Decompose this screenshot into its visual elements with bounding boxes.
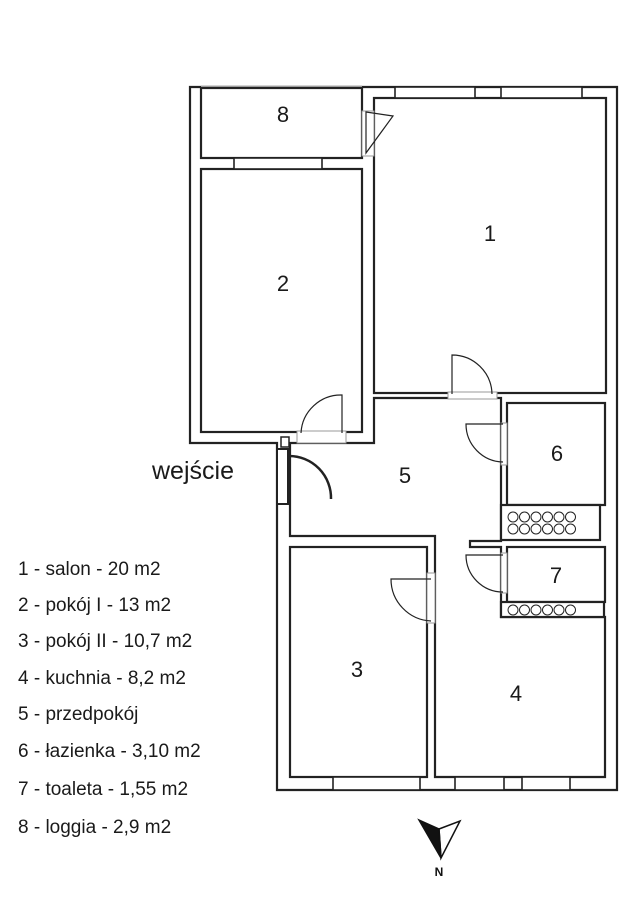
fixture-circle: [530, 511, 542, 523]
fixture-circle: [530, 604, 542, 616]
fixture-circle: [565, 523, 576, 535]
room-label-1: 1: [484, 221, 496, 246]
room-label-3: 3: [351, 657, 363, 682]
fixture-circle: [542, 523, 553, 535]
windows: [233, 86, 583, 791]
legend-item: 7 - toaleta - 1,55 m2: [18, 779, 188, 800]
fixture-circle: [519, 523, 530, 535]
fixture-circle: [507, 604, 519, 616]
fixture-circle: [553, 604, 565, 616]
room-label-8: 8: [277, 102, 289, 127]
door-room-3[interactable]: [390, 572, 436, 624]
legend-item: 1 - salon - 20 m2: [18, 559, 161, 580]
fixture-circle: [565, 511, 576, 523]
door-room-7[interactable]: [465, 552, 508, 594]
room-label-6: 6: [551, 441, 563, 466]
door-room-1[interactable]: [447, 354, 498, 400]
entrance-label: wejście: [151, 457, 234, 485]
entrance-door[interactable]: [276, 436, 333, 505]
window: [233, 157, 323, 170]
north-label: N: [435, 865, 444, 879]
legend-item: 8 - loggia - 2,9 m2: [18, 817, 171, 838]
window: [394, 86, 476, 99]
legend-item: 2 - pokój I - 13 m2: [18, 595, 171, 616]
window: [521, 776, 571, 791]
bathroom-fixture: [499, 503, 602, 542]
door-room-6[interactable]: [465, 422, 508, 466]
legend-item: 4 - kuchnia - 8,2 m2: [18, 668, 186, 689]
fixture-circle: [519, 604, 530, 616]
room-label-7: 7: [550, 563, 562, 588]
legend-item: 5 - przedpokój: [18, 704, 138, 725]
fixture-circle: [565, 604, 576, 616]
legend-item: 6 - łazienka - 3,10 m2: [18, 741, 201, 762]
fixture-circle: [519, 511, 530, 523]
fixture-circle: [542, 604, 553, 616]
room-label-4: 4: [510, 681, 522, 706]
room-label-2: 2: [277, 271, 289, 296]
fixture-circle: [507, 523, 519, 535]
window: [454, 776, 505, 791]
room-3-pokoj-2: [288, 545, 429, 779]
fixture-circle: [542, 511, 553, 523]
fixture-circle: [530, 523, 542, 535]
room-2-pokoj-1: [199, 167, 364, 434]
fixture-circle: [507, 511, 519, 523]
legend: 1 - salon - 20 m2 2 - pokój I - 13 m2 3 - …: [18, 559, 201, 838]
window: [332, 776, 421, 791]
room-label-5: 5: [399, 463, 411, 488]
room-8-loggia: [199, 86, 364, 160]
room-1-salon: [372, 96, 608, 395]
door-loggia[interactable]: [361, 110, 395, 157]
fixture-circle: [553, 511, 565, 523]
north-arrow-icon: N: [417, 818, 462, 879]
fixture-circle: [553, 523, 565, 535]
toilet-fixture: [499, 600, 606, 619]
door-room-2[interactable]: [296, 394, 347, 444]
window: [500, 86, 583, 99]
legend-item: 3 - pokój II - 10,7 m2: [18, 631, 192, 652]
